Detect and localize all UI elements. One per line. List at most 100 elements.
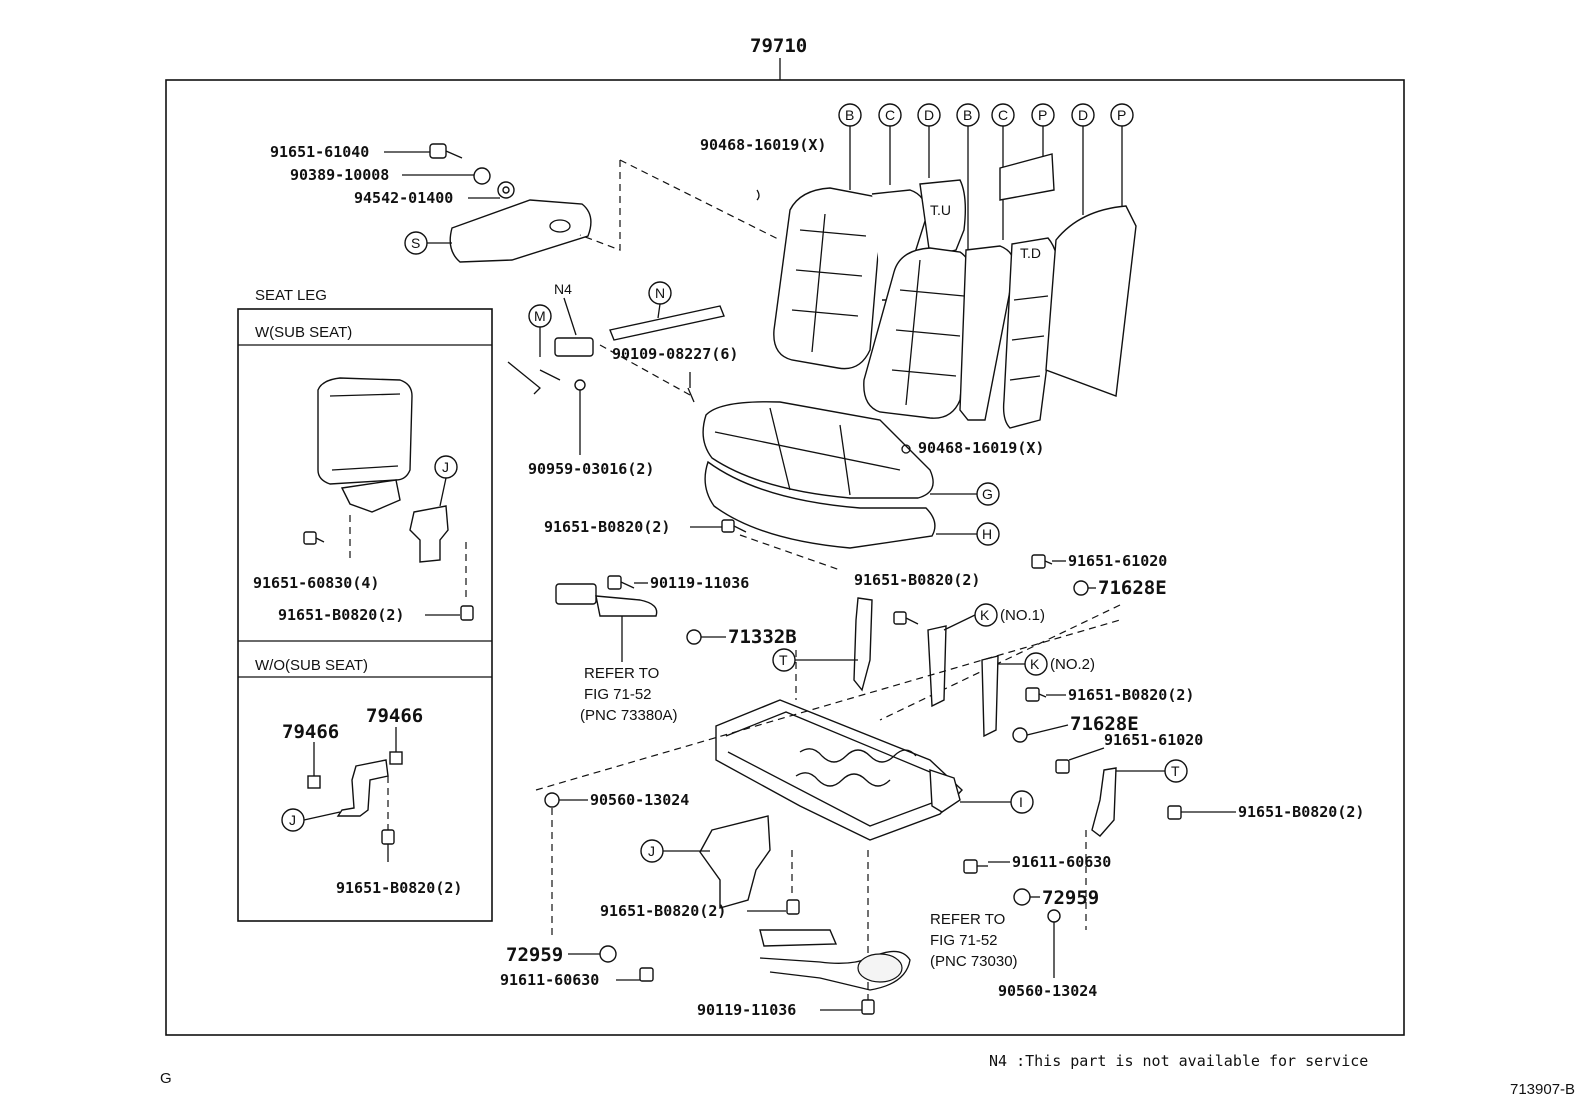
callout-letter: C xyxy=(998,107,1008,123)
bolt-icon xyxy=(1031,554,1053,569)
part-label[interactable]: 71628E xyxy=(1098,577,1167,599)
armrest-group: 91651-61040 90389-10008 94542-01400 S xyxy=(270,143,781,263)
seatback-board xyxy=(1045,205,1137,397)
part-label[interactable]: 91651-B0820(2) xyxy=(544,518,670,536)
top-callout-row: B C D B C P D P xyxy=(838,103,1134,250)
part-label[interactable]: 90389-10008 xyxy=(290,166,389,184)
part-label[interactable]: 72959 xyxy=(1042,887,1099,909)
part-label[interactable]: 91651-61020 xyxy=(1068,552,1167,570)
part-label[interactable]: 91651-B0820(2) xyxy=(1238,803,1364,821)
part-label[interactable]: 72959 xyxy=(506,944,563,966)
callout-letter: I xyxy=(1019,794,1023,810)
sub-seat-bracket xyxy=(340,479,401,513)
buckle xyxy=(555,583,597,605)
callout-note: (NO.2) xyxy=(1050,656,1095,673)
part-label[interactable]: 90109-08227(6) xyxy=(612,345,738,363)
part-label[interactable]: 91651-61020 xyxy=(1104,731,1203,749)
nut-icon xyxy=(599,945,617,963)
bolt-icon xyxy=(1167,805,1182,820)
part-label[interactable]: 91651-B0820(2) xyxy=(278,606,404,624)
seatback-cover xyxy=(773,187,883,370)
part-label[interactable]: 71628E xyxy=(1070,713,1139,735)
diagram-frame xyxy=(165,79,1405,1036)
callout-letter: D xyxy=(1078,107,1088,123)
gas-strut xyxy=(609,305,725,341)
part-label[interactable]: 90560-13024 xyxy=(998,982,1097,1000)
nut-icon xyxy=(1073,580,1089,596)
callout-letter: B xyxy=(845,107,854,123)
part-label[interactable]: 90468-16019(X) xyxy=(700,136,826,154)
part-label[interactable]: 71332B xyxy=(728,626,797,648)
hinge-plate xyxy=(981,655,999,738)
leg-bracket xyxy=(409,505,449,563)
cap-icon xyxy=(389,751,403,765)
hinge-bracket xyxy=(1091,767,1117,837)
leg-bracket xyxy=(336,759,389,817)
screw-icon xyxy=(687,387,695,403)
part-label[interactable]: 90560-13024 xyxy=(590,791,689,809)
frame-rail xyxy=(715,699,963,841)
seatback-frame xyxy=(919,179,967,257)
nut-icon xyxy=(473,167,491,185)
part-label[interactable]: 91651-B0820(2) xyxy=(854,571,980,589)
callout-letter: D xyxy=(924,107,934,123)
bolt-icon xyxy=(1055,759,1070,774)
part-label[interactable]: 94542-01400 xyxy=(354,189,453,207)
lock-bracket xyxy=(554,337,594,357)
bolt-icon xyxy=(429,143,463,159)
seat-leg-title: SEAT LEG xyxy=(255,287,327,304)
nut-icon xyxy=(1012,727,1028,743)
part-label[interactable]: 79466 xyxy=(366,705,423,727)
callout-letter: H xyxy=(982,526,992,542)
seat-leg-box xyxy=(237,308,493,922)
hinge-plate xyxy=(927,625,947,708)
bolt-icon xyxy=(1025,687,1047,702)
belt-strap xyxy=(759,929,838,947)
refer-line: FIG 71-52 xyxy=(930,932,998,949)
figure-code: 713907-B xyxy=(1510,1081,1575,1098)
part-label[interactable]: 90119-11036 xyxy=(650,574,749,592)
refer-line: REFER TO xyxy=(930,911,1005,928)
part-label[interactable]: 91651-B0820(2) xyxy=(1068,686,1194,704)
callout-letter: S xyxy=(411,235,420,251)
part-label[interactable]: 91611-60630 xyxy=(500,971,599,989)
part-label[interactable]: 91651-61040 xyxy=(270,143,369,161)
seatback-frame xyxy=(1002,237,1059,429)
nut-icon xyxy=(686,629,702,645)
seat-cushion: 90468-16019(X) G H xyxy=(702,401,1044,549)
part-label[interactable]: 79466 xyxy=(282,721,339,743)
seatback-cushions: T.U T.D xyxy=(773,153,1137,429)
callout-letter: T xyxy=(779,652,788,668)
hog-ring-icon xyxy=(756,189,760,201)
callout-letter: P xyxy=(1117,107,1126,123)
armrest-pad xyxy=(449,199,592,263)
part-label[interactable]: 91611-60630 xyxy=(1012,853,1111,871)
footnote: N4 :This part is not available for servi… xyxy=(989,1052,1368,1070)
bolt-icon xyxy=(721,519,747,533)
callout-letter: T xyxy=(1171,763,1180,779)
washer-icon xyxy=(544,792,560,808)
callout-letter: N xyxy=(655,285,665,301)
recliner-mechanism: N4 M N 90109-08227(6) 90959-03016(2) xyxy=(507,281,738,478)
spring-icon xyxy=(574,379,586,391)
bolt-icon xyxy=(639,967,654,982)
refer-line: (PNC 73380A) xyxy=(580,707,678,724)
callout-letter: J xyxy=(648,843,655,859)
part-label[interactable]: 90468-16019(X) xyxy=(918,439,1044,457)
part-label[interactable]: 90119-11036 xyxy=(697,1001,796,1019)
assembly-number: 79710 xyxy=(750,35,807,57)
part-label[interactable]: 91651-60830(4) xyxy=(253,574,379,592)
with-sub-seat-heading: W(SUB SEAT) xyxy=(255,324,352,341)
bolt-icon xyxy=(786,899,800,915)
part-label[interactable]: 91651-B0820(2) xyxy=(336,879,462,897)
callout-letter: B xyxy=(963,107,972,123)
n4-label: N4 xyxy=(554,281,572,297)
callout-letter: G xyxy=(982,486,993,502)
bolt-icon xyxy=(303,531,325,545)
callout-letter: J xyxy=(289,812,296,828)
part-label[interactable]: 91651-B0820(2) xyxy=(600,902,726,920)
bolt-icon xyxy=(607,575,635,590)
part-label[interactable]: 90959-03016(2) xyxy=(528,460,654,478)
bolt-icon xyxy=(460,605,474,621)
refer-line: FIG 71-52 xyxy=(584,686,652,703)
